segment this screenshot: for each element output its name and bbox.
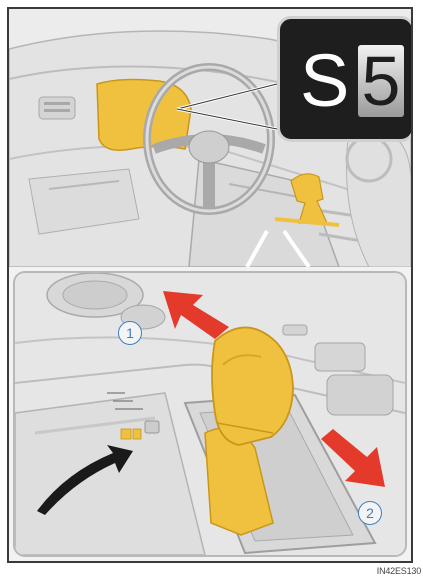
pointer-arrow-icon [15, 273, 405, 555]
gear-number-box: 5 [358, 45, 404, 117]
mode-letter: S [300, 41, 349, 121]
figure-code: IN42ES130 [377, 566, 421, 576]
callout-1: 1 [118, 321, 142, 345]
callout-2: 2 [358, 501, 382, 525]
shift-lever-closeup: 1 2 [13, 271, 407, 557]
illustration-frame: S 5 [7, 7, 413, 563]
gear-indicator-display: S 5 [277, 16, 413, 142]
gear-number: 5 [358, 41, 404, 121]
dashboard-overview: S 5 [9, 9, 411, 267]
